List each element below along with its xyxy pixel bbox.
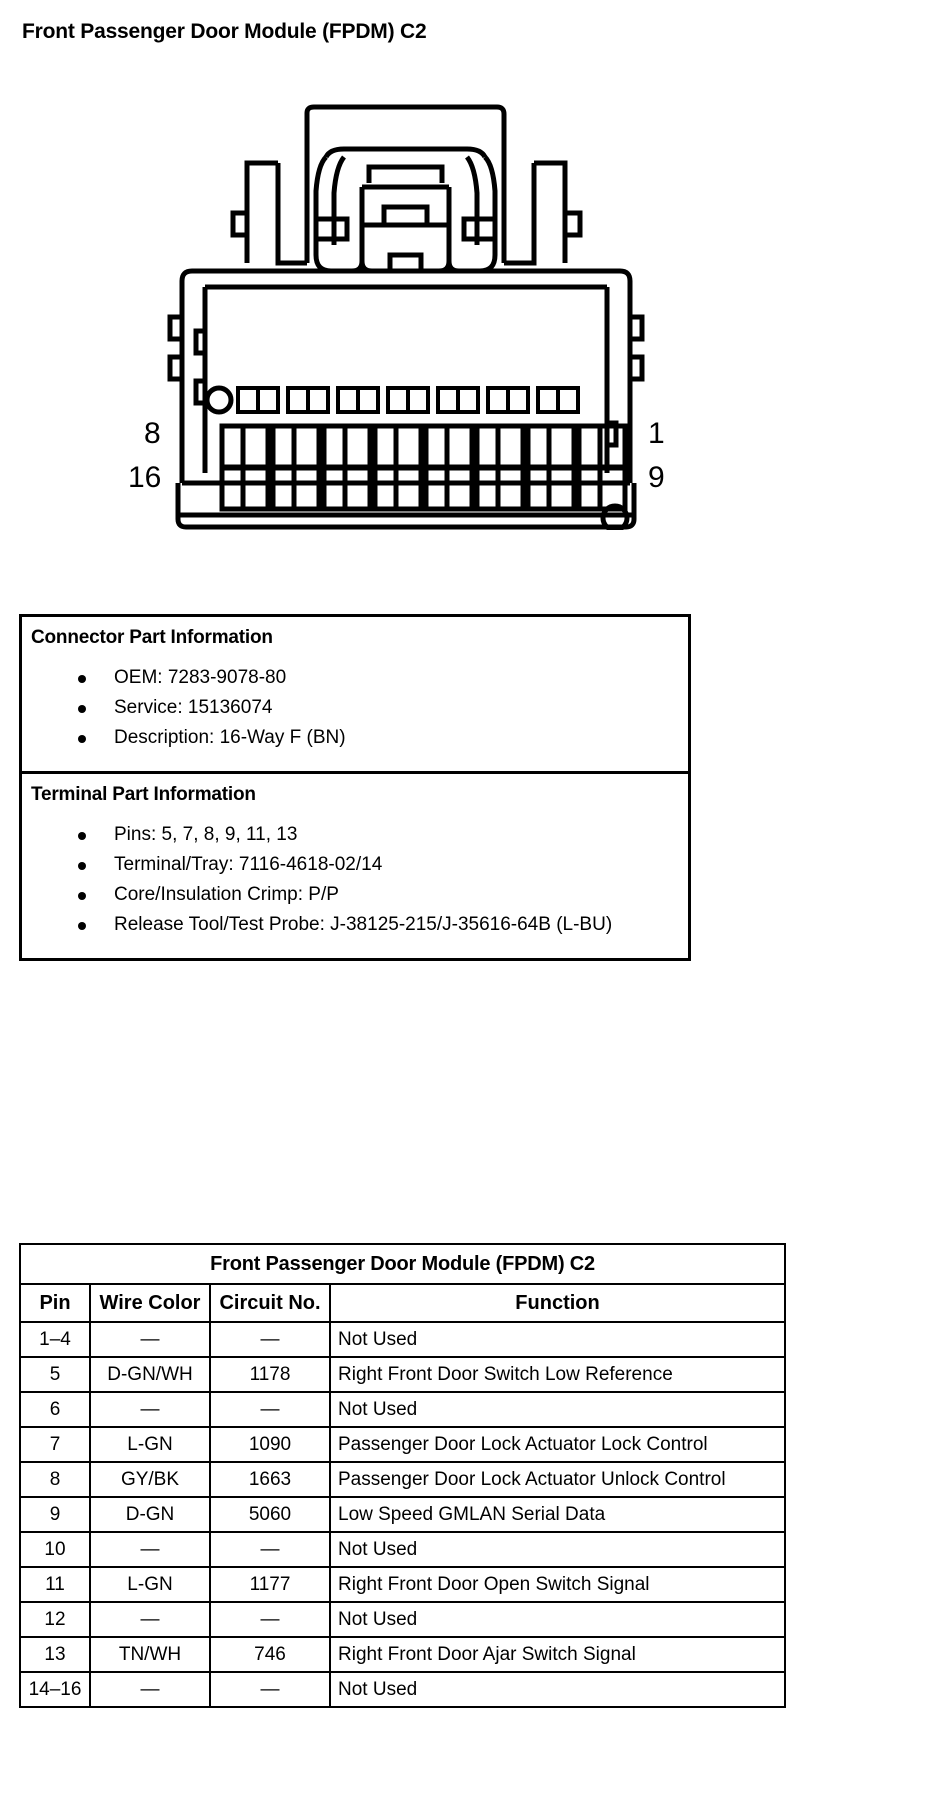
cell-pin: 11 — [19, 1566, 91, 1603]
connector-part-information-heading: Connector Part Information — [31, 627, 273, 648]
cell-wire-color: — — [89, 1531, 211, 1568]
cell-function: Not Used — [328, 1671, 787, 1708]
cell-function: Not Used — [328, 1321, 787, 1358]
list-item: Release Tool/Test Probe: J-38125-215/J-3… — [22, 910, 688, 940]
table-row: 6 — — Not Used — [19, 1391, 787, 1428]
cell-wire-color: L-GN — [89, 1426, 211, 1463]
list-item: Core/Insulation Crimp: P/P — [22, 880, 688, 910]
table-row: 13 TN/WH 746 Right Front Door Ajar Switc… — [19, 1636, 787, 1673]
cell-pin: 9 — [19, 1496, 91, 1533]
list-item: OEM: 7283-9078-80 — [22, 663, 688, 693]
cell-circuit-no: 746 — [209, 1636, 331, 1673]
list-item: Pins: 5, 7, 8, 9, 11, 13 — [22, 820, 688, 850]
pin-index-9: 9 — [648, 461, 665, 494]
table-header-row: Pin Wire Color Circuit No. Function — [19, 1283, 787, 1323]
cell-pin: 6 — [19, 1391, 91, 1428]
cell-wire-color: — — [89, 1391, 211, 1428]
cell-circuit-no: — — [209, 1671, 331, 1708]
connector-part-information-section: Connector Part Information OEM: 7283-907… — [22, 617, 688, 771]
cell-wire-color: GY/BK — [89, 1461, 211, 1498]
cell-function: Right Front Door Ajar Switch Signal — [328, 1636, 787, 1673]
column-header-pin: Pin — [19, 1283, 91, 1323]
pin-index-1: 1 — [648, 417, 665, 450]
cell-function: Low Speed GMLAN Serial Data — [328, 1496, 787, 1533]
cell-pin: 7 — [19, 1426, 91, 1463]
cell-wire-color: — — [89, 1601, 211, 1638]
terminal-part-information-list: Pins: 5, 7, 8, 9, 11, 13 Terminal/Tray: … — [22, 806, 688, 958]
cell-function: Not Used — [328, 1601, 787, 1638]
table-row: 1–4 — — Not Used — [19, 1321, 787, 1358]
pin-index-8: 8 — [144, 417, 161, 450]
cell-pin: 1–4 — [19, 1321, 91, 1358]
list-item: Terminal/Tray: 7116-4618-02/14 — [22, 850, 688, 880]
cell-circuit-no: 5060 — [209, 1496, 331, 1533]
pinout-table-body: 1–4 — — Not Used 5 D-GN/WH 1178 Right Fr… — [19, 1321, 787, 1708]
cell-circuit-no: — — [209, 1321, 331, 1358]
table-row: 10 — — Not Used — [19, 1531, 787, 1568]
pinout-table: Front Passenger Door Module (FPDM) C2 Pi… — [18, 1243, 787, 1708]
cell-pin: 13 — [19, 1636, 91, 1673]
cell-function: Passenger Door Lock Actuator Unlock Cont… — [328, 1461, 787, 1498]
list-item: Description: 16-Way F (BN) — [22, 723, 688, 753]
column-header-function: Function — [328, 1283, 787, 1323]
table-row: 8 GY/BK 1663 Passenger Door Lock Actuato… — [19, 1461, 787, 1498]
cell-pin: 14–16 — [19, 1671, 91, 1708]
list-item: Service: 15136074 — [22, 693, 688, 723]
cell-circuit-no: — — [209, 1531, 331, 1568]
cell-pin: 12 — [19, 1601, 91, 1638]
cell-wire-color: TN/WH — [89, 1636, 211, 1673]
part-information-panel: Connector Part Information OEM: 7283-907… — [19, 614, 691, 961]
cell-wire-color: — — [89, 1321, 211, 1358]
table-row: 9 D-GN 5060 Low Speed GMLAN Serial Data — [19, 1496, 787, 1533]
cell-circuit-no: 1090 — [209, 1426, 331, 1463]
terminal-part-information-section: Terminal Part Information Pins: 5, 7, 8,… — [22, 771, 688, 958]
cell-circuit-no: 1663 — [209, 1461, 331, 1498]
cell-circuit-no: — — [209, 1391, 331, 1428]
column-header-wire-color: Wire Color — [89, 1283, 211, 1323]
cell-wire-color: L-GN — [89, 1566, 211, 1603]
table-row: 5 D-GN/WH 1178 Right Front Door Switch L… — [19, 1356, 787, 1393]
cell-wire-color: D-GN/WH — [89, 1356, 211, 1393]
cell-function: Right Front Door Open Switch Signal — [328, 1566, 787, 1603]
table-row: 7 L-GN 1090 Passenger Door Lock Actuator… — [19, 1426, 787, 1463]
table-row: 14–16 — — Not Used — [19, 1671, 787, 1708]
cell-function: Passenger Door Lock Actuator Lock Contro… — [328, 1426, 787, 1463]
connector-part-information-list: OEM: 7283-9078-80 Service: 15136074 Desc… — [22, 649, 688, 771]
table-row: 12 — — Not Used — [19, 1601, 787, 1638]
cell-function: Not Used — [328, 1531, 787, 1568]
cell-circuit-no: 1178 — [209, 1356, 331, 1393]
connector-diagram: 8 16 1 9 — [0, 95, 944, 530]
connector-illustration — [167, 104, 645, 530]
table-title-row: Front Passenger Door Module (FPDM) C2 — [18, 1243, 787, 1285]
cell-wire-color: — — [89, 1671, 211, 1708]
cell-function: Not Used — [328, 1391, 787, 1428]
cell-wire-color: D-GN — [89, 1496, 211, 1533]
column-header-circuit-no: Circuit No. — [209, 1283, 331, 1323]
pin-index-16: 16 — [128, 461, 162, 494]
cell-circuit-no: — — [209, 1601, 331, 1638]
terminal-part-information-heading: Terminal Part Information — [31, 784, 256, 805]
pinout-table-title: Front Passenger Door Module (FPDM) C2 — [18, 1243, 787, 1285]
cell-pin: 10 — [19, 1531, 91, 1568]
table-row: 11 L-GN 1177 Right Front Door Open Switc… — [19, 1566, 787, 1603]
cell-pin: 5 — [19, 1356, 91, 1393]
page-title: Front Passenger Door Module (FPDM) C2 — [22, 20, 427, 43]
cell-function: Right Front Door Switch Low Reference — [328, 1356, 787, 1393]
cell-circuit-no: 1177 — [209, 1566, 331, 1603]
cell-pin: 8 — [19, 1461, 91, 1498]
